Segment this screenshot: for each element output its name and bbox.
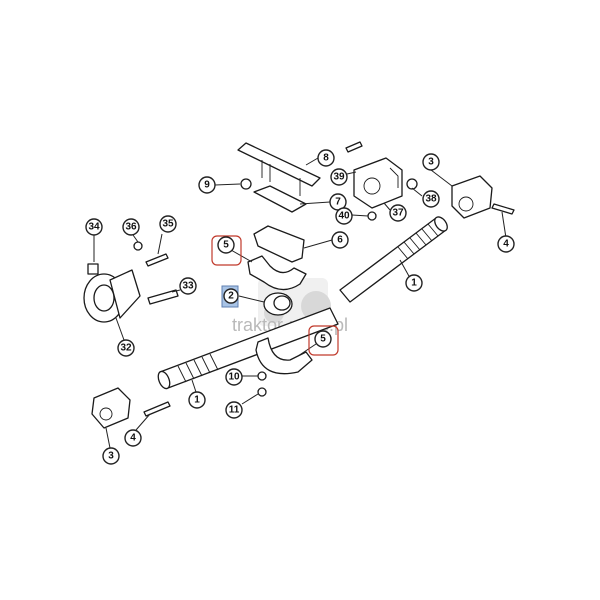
callout-label: 4 [130,433,136,444]
callout-label: 4 [503,239,509,250]
small-hardware [87,141,515,417]
shaft-lower [157,307,339,390]
nut-34 [87,263,99,275]
callout-4-lower: 4 [124,429,142,447]
callout-label: 10 [228,372,240,383]
washer-36 [133,241,143,251]
callout-2: 2 [223,288,239,304]
callout-label: 1 [194,395,200,406]
callout-40: 40 [335,207,353,225]
washer-10 [257,371,267,381]
callout-label: 9 [204,180,210,191]
bracket-plate [237,142,321,196]
bolt-39 [345,141,363,153]
callout-34: 34 [85,218,103,236]
callout-label: 6 [337,235,343,246]
callout-label: 7 [335,197,341,208]
bolt-4-lower [143,401,171,417]
callout-9: 9 [198,176,216,194]
callout-label: 39 [333,172,345,183]
callout-35: 35 [159,215,177,233]
callout-1-upper: 1 [405,274,423,292]
bolt-4-upper [491,203,515,215]
callout-label: 11 [229,405,240,416]
hub-flange-32 [83,269,141,323]
callout-36: 36 [122,218,140,236]
callout-label: 3 [108,451,114,462]
yoke-3-upper [451,175,493,219]
callout-label: 2 [228,291,234,302]
shaft-upper [339,216,448,303]
yoke-3-lower [91,387,131,429]
nut-11 [257,387,267,397]
callout-label: 5 [320,334,326,345]
callout-label: 38 [425,194,437,205]
callout-33: 33 [179,277,197,295]
callout-label: 34 [88,222,100,233]
bearing [263,292,293,316]
bracket-6 [253,225,305,263]
highlight-callout-5-lower [308,325,339,356]
callout-38: 38 [422,190,440,208]
callout-label: 8 [323,153,329,164]
callout-label: 3 [428,157,434,168]
callout-37: 37 [389,204,407,222]
callout-label: 33 [182,281,194,292]
callout-label: 32 [120,343,132,354]
callout-10: 10 [225,368,243,386]
callout-label: 36 [125,222,137,233]
callout-label: 1 [411,278,417,289]
callout-label: 35 [162,219,174,230]
clamp-upper [247,255,307,291]
callout-39: 39 [330,168,348,186]
bolt-9 [240,178,252,190]
callout-6: 6 [331,231,349,249]
callout-label: 40 [338,211,350,222]
yoke-37 [353,157,403,209]
bolt-35 [145,253,169,267]
callout-5-upper: 5 [217,236,235,254]
callout-11: 11 [225,401,243,419]
leader-lines [93,157,507,449]
callout-3-upper: 3 [422,153,440,171]
callout-label: 37 [392,208,404,219]
bolt-33 [147,289,179,305]
callout-8: 8 [317,149,335,167]
callout-32: 32 [117,339,135,357]
callout-1-lower: 1 [188,391,206,409]
callout-4-upper: 4 [497,235,515,253]
highlight-callout-5-upper [211,235,242,266]
nut-38 [406,178,418,190]
plate-7 [253,185,307,213]
clamp-lower [255,337,313,375]
fitting-40 [367,211,377,221]
callout-label: 5 [223,240,229,251]
callout-3-lower: 3 [102,447,120,465]
callout-5-lower: 5 [314,330,332,348]
